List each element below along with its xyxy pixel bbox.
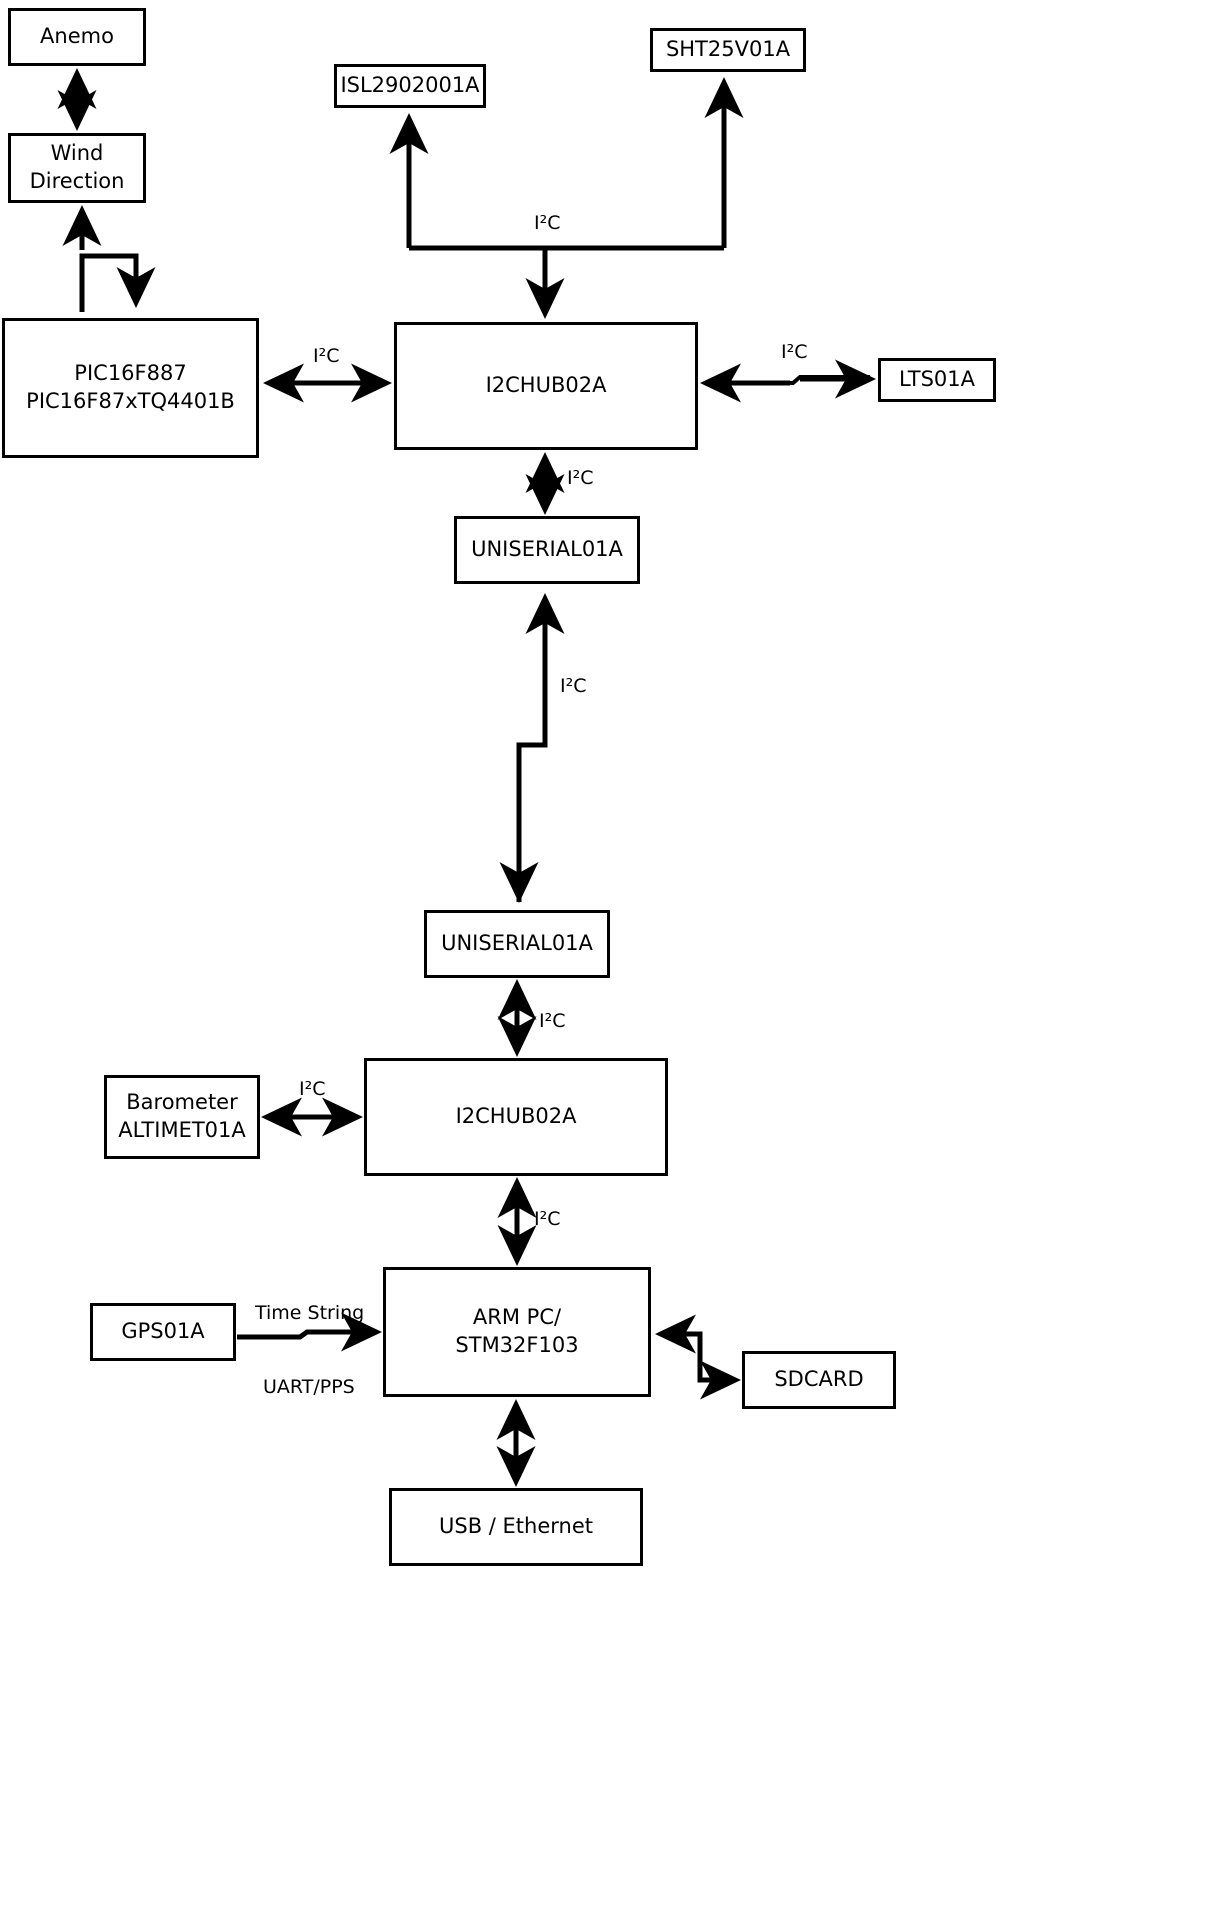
edge-label-i2c-barometer-hub: I²C — [299, 1078, 326, 1100]
node-i2chub02a-bottom[interactable]: I2CHUB02A — [364, 1058, 668, 1176]
edge-label-i2c-hub-uniserial-upper: I²C — [567, 467, 594, 489]
node-barometer-altimet01a[interactable]: Barometer ALTIMET01A — [104, 1075, 260, 1159]
edge-label-time-string: Time String — [255, 1302, 365, 1324]
node-isl2902001a[interactable]: ISL2902001A — [334, 64, 486, 108]
edge-label-uart-pps: UART/PPS — [263, 1376, 355, 1398]
node-usb-ethernet[interactable]: USB / Ethernet — [389, 1488, 643, 1566]
connector-hubtop-lts — [699, 359, 877, 403]
node-i2chub02a-top[interactable]: I2CHUB02A — [394, 322, 698, 450]
node-wind-direction[interactable]: Wind Direction — [8, 133, 146, 203]
edge-label-i2c-pic-hub: I²C — [313, 345, 340, 367]
edge-label-i2c-hub-armpc: I²C — [534, 1208, 561, 1230]
connector-i2c-bus-top — [389, 76, 744, 320]
connector-uniserial-link — [499, 592, 565, 904]
node-anemo[interactable]: Anemo — [8, 8, 146, 66]
node-uniserial01a-upper[interactable]: UNISERIAL01A — [454, 516, 640, 584]
edge-label-i2c-bus-top: I²C — [534, 212, 561, 234]
edge-label-i2c-uniserial-lower-hub: I²C — [539, 1010, 566, 1032]
connector-armpc-sdcard — [654, 1314, 742, 1400]
edge-label-i2c-hub-lts: I²C — [781, 341, 808, 363]
node-sdcard[interactable]: SDCARD — [742, 1351, 896, 1409]
node-pic-microcontroller[interactable]: PIC16F887 PIC16F87xTQ4401B — [2, 318, 259, 458]
node-sht25v01a[interactable]: SHT25V01A — [650, 28, 806, 72]
node-gps01a[interactable]: GPS01A — [90, 1303, 236, 1361]
connector-gps-armpc — [237, 1312, 383, 1352]
node-lts01a[interactable]: LTS01A — [878, 358, 996, 402]
node-uniserial01a-lower[interactable]: UNISERIAL01A — [424, 910, 610, 978]
connector-wind-pic — [62, 204, 156, 312]
node-arm-pc-stm32f103[interactable]: ARM PC/ STM32F103 — [383, 1267, 651, 1397]
edge-label-i2c-uniserial-link: I²C — [560, 675, 587, 697]
